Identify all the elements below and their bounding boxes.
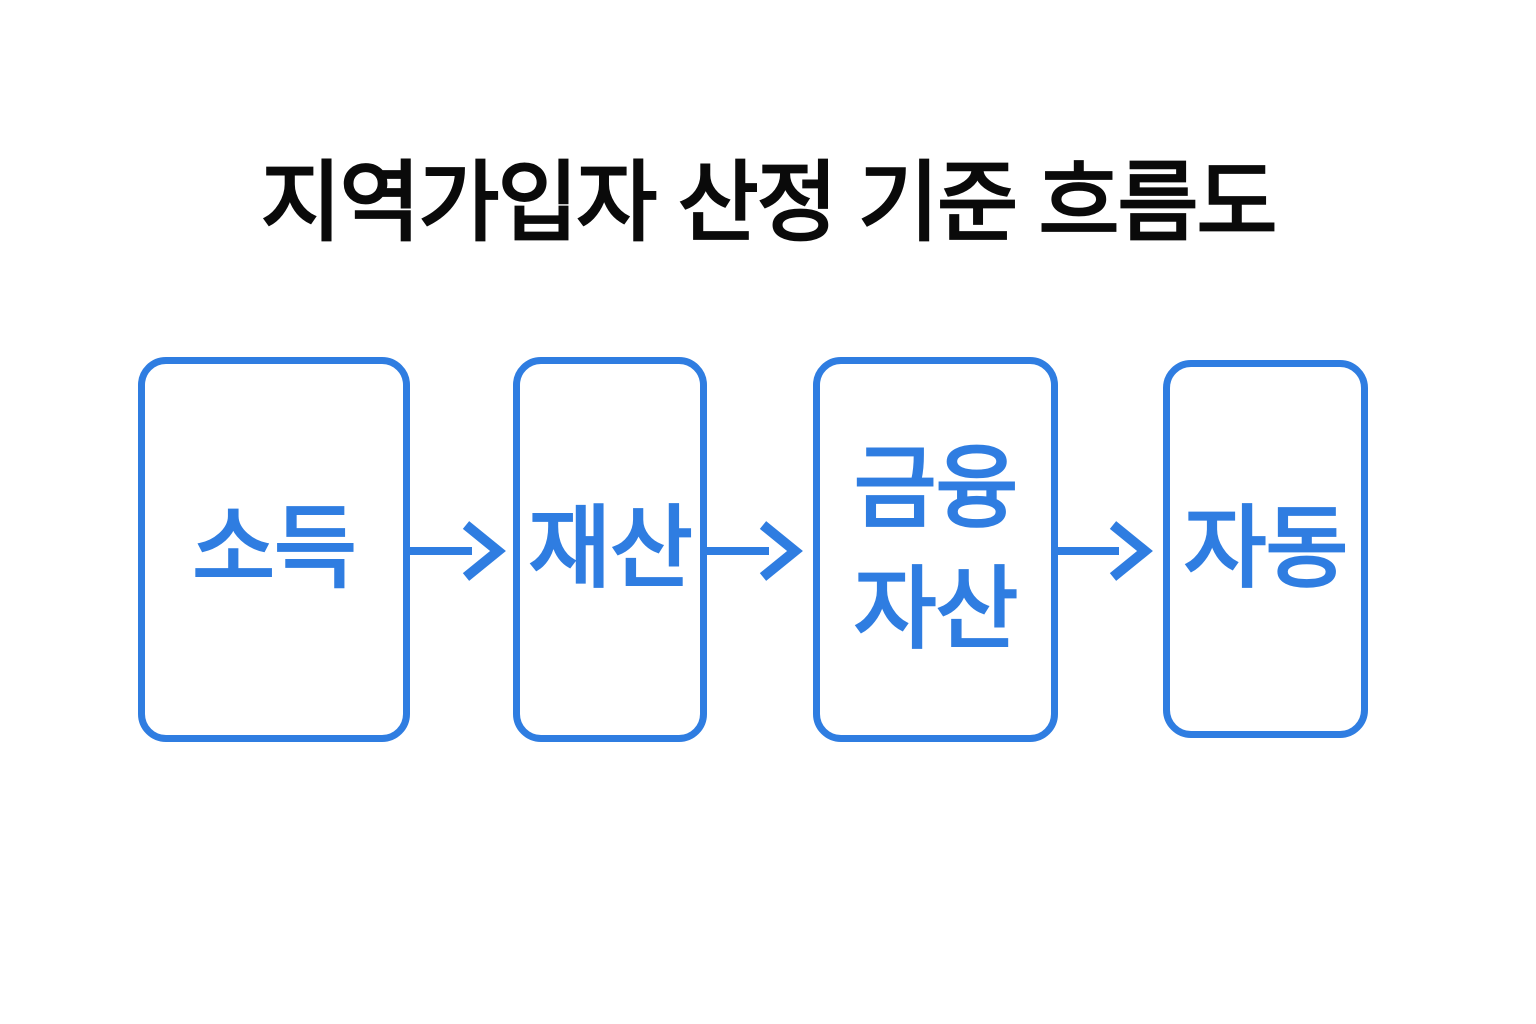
node-financial-assets-line1: 금융 bbox=[853, 438, 1019, 539]
arrow-right-icon bbox=[408, 521, 506, 581]
node-income-label: 소득 bbox=[192, 499, 357, 600]
connector-property-to-financial-assets bbox=[705, 519, 805, 583]
node-property-label: 재산 bbox=[528, 499, 693, 600]
flow-node-property: 재산 bbox=[513, 357, 707, 742]
page-title: 지역가입자 산정 기준 흐름도 bbox=[260, 153, 1278, 252]
flow-node-income: 소득 bbox=[138, 357, 410, 742]
node-automobile-label: 자동 bbox=[1183, 498, 1349, 599]
flow-node-automobile: 자동 bbox=[1163, 360, 1368, 738]
connector-financial-assets-to-automobile bbox=[1055, 519, 1155, 583]
connector-income-to-property bbox=[408, 519, 508, 583]
arrow-right-icon bbox=[705, 521, 803, 581]
arrow-right-icon bbox=[1055, 521, 1153, 581]
node-financial-assets-line2: 자산 bbox=[853, 559, 1019, 660]
